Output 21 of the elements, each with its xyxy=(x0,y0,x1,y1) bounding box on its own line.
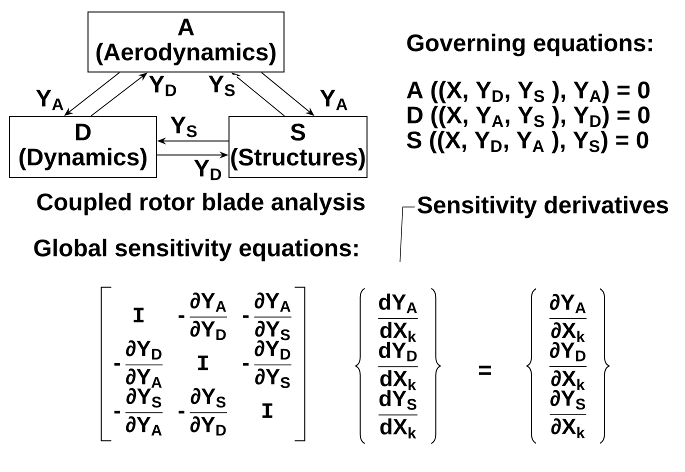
column-vector: $\begin{array}{c}\dfrac{\text{dY}_{\text{A}}}{\text{dX}_{\text{k}}}\\ \dfrac{\text{dY}_{\text{D}}}{\text{dX}_{\text{k}}}\\ \dfrac{\text{dY}_{\text{S}}}{\text{dX}_{\text{k}}}\end{array}$ xyxy=(355,288,441,444)
leader-line xyxy=(400,206,416,262)
callout-text: Sensitivity derivatives xyxy=(418,196,668,218)
matrix: $\begin{array}{ccc}\text{\ttfamily I} & \text{-}\,\dfrac{\text{∂Y}_{\text{A}}}{\text{∂Y}_{\text{D}}} & \text{-}\,\dfrac{\text{∂Y}_{\text{A}}}{\text{∂Y}_{\text{S}}}\\ \text{-}\,\dfrac{\text{∂Y}_{\text{D}}}{\text{∂Y}_{\text{A}}} & \text{\ttfamily I} & \text{-}\,\dfrac{\text{∂Y}_{\text{D}}}{\text{∂Y}_{\text{S}}}\\ \text{-}\,\dfrac{\text{∂Y}_{\text{S}}}{\text{∂Y}_{\text{A}}} & \text{-}\,\dfrac{\text{∂Y}_{\text{S}}}{\text{∂Y}_{\text{D}}} & \text{\ttfamily I}\end{array}$ xyxy=(100,286,306,442)
caption: Coupled rotor blade analysis xyxy=(37,192,365,216)
process-box: D (Dynamics) xyxy=(9,116,157,178)
process-box: A (Aerodynamics) xyxy=(88,12,284,72)
edge-label: Y$_{S}$ xyxy=(169,116,199,138)
heading: Governing equations: xyxy=(407,34,652,56)
edge-label: Y$_{S}$ xyxy=(207,74,237,98)
heading: Global sensitivity equations: xyxy=(34,238,358,262)
edge-label: Y$_{D}$ xyxy=(148,74,178,98)
edge-label: Y$_{A}$ xyxy=(318,88,350,112)
equation: S ((X, Y$_{D}$, Y$_{A}$ ), Y$_{S}$) = 0 xyxy=(406,130,648,154)
equals-sign: = xyxy=(479,366,492,375)
process-box: S (Structures) xyxy=(228,116,368,178)
column-vector: $\begin{array}{c}\dfrac{\text{∂Y}_{\text{A}}}{\text{∂X}_{\text{k}}}\\ \dfrac{\text{∂Y}_{\text{D}}}{\text{∂X}_{\text{k}}}\\ \dfrac{\text{∂Y}_{\text{S}}}{\text{∂X}_{\text{k}}}\end{array}$ xyxy=(526,288,610,444)
equation: A ((X, Y$_{D}$, Y$_{S}$ ), Y$_{A}$) = 0 xyxy=(406,80,650,104)
edge-label: Y$_{A}$ xyxy=(34,88,66,112)
equation: D ((X, Y$_{A}$, Y$_{S}$ ), Y$_{D}$) = 0 xyxy=(408,106,650,128)
edge-label: Y$_{D}$ xyxy=(192,158,224,182)
